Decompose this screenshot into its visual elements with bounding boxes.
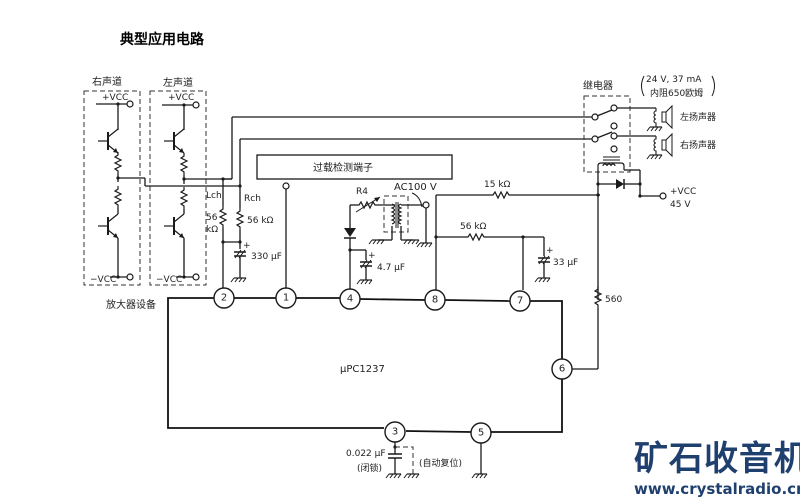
left-channel-box [149, 90, 207, 286]
transformer-icon [390, 202, 403, 228]
relay-section: 继电器 24 V, 37 mA 内阻650欧姆 [572, 75, 716, 370]
flyback-diode-icon [616, 179, 624, 189]
diode-icon [344, 228, 356, 237]
560-resistor-value: 560 [605, 295, 622, 305]
right-speaker-icon [646, 132, 673, 160]
bias-capacitor-value: 330 μF [251, 252, 282, 262]
svg-text:+: + [368, 251, 376, 261]
56k-resistor-value: 56 kΩ [460, 222, 487, 232]
ic-upc1237: μPC1237 2 1 4 8 7 6 3 5 [167, 287, 573, 444]
relay-coil-icon [602, 163, 616, 167]
latch-label: (闭锁) [357, 462, 382, 474]
transformer-box [383, 195, 409, 233]
56k-resistor-icon [464, 233, 488, 241]
rch-resistor-icon [236, 207, 244, 231]
bias-network: Lch Rch 56 kΩ 56 kΩ + 330 μF [206, 179, 282, 292]
relay-box [583, 95, 631, 173]
left-channel-label: 左声道 [163, 76, 193, 89]
ground-icon [230, 277, 247, 283]
r4-label: R4 [356, 187, 368, 197]
ic-pin-4-label: 4 [347, 294, 353, 305]
ic-pin-7 [509, 290, 531, 312]
ac-input-terminal [422, 201, 430, 209]
right-vcc-pos-label: +VCC [102, 93, 128, 103]
ic-pin-5-label: 5 [478, 428, 484, 439]
ic-pin-8 [424, 289, 446, 311]
overload-terminal-box [256, 154, 453, 180]
amplifier-caption: 放大器设备 [106, 298, 156, 311]
ic-name: μPC1237 [340, 364, 385, 375]
watermark-url: www.crystalradio.cn [634, 480, 800, 498]
vcc-45v-terminal [659, 192, 667, 200]
ic-pin-1-label: 1 [283, 293, 289, 304]
left-vcc-pos-terminal [192, 101, 200, 109]
right-lower-transistor-icon [97, 213, 119, 239]
left-vcc-neg-terminal [192, 273, 200, 281]
auto-reset-label: (自动复位) [419, 457, 462, 469]
left-speaker-label: 左扬声器 [680, 111, 716, 123]
rch-resistor-value: 56 kΩ [247, 216, 274, 226]
ic-pin-8-label: 8 [432, 295, 438, 306]
lch-label: Lch [206, 191, 222, 201]
right-vcc-neg-terminal [126, 273, 134, 281]
relay-vcc-value: 45 V [670, 200, 691, 210]
ac-detection-network: R4 AC100 V + 4.7 μF [344, 182, 437, 292]
pin1-terminal [282, 182, 290, 190]
left-upper-transistor-icon [163, 128, 185, 154]
right-vcc-neg-label: −VCC [90, 275, 116, 285]
watermark: 矿石收音机 www.crystalradio.cn [634, 439, 800, 498]
right-vcc-pos-terminal [126, 100, 134, 108]
ac-capacitor-value: 4.7 μF [377, 263, 405, 273]
svg-text:+: + [546, 246, 554, 256]
lch-resistor-value: 56 [206, 213, 218, 223]
15k-resistor-icon [489, 191, 513, 199]
rch-label: Rch [244, 194, 261, 204]
ic-pin-3-label: 3 [392, 427, 398, 438]
right-speaker-label: 右扬声器 [680, 139, 716, 151]
relay-spec-resistance: 内阻650欧姆 [650, 87, 703, 99]
lch-resistor-unit: kΩ [206, 225, 218, 235]
lch-resistor-icon [219, 205, 227, 229]
33uf-capacitor-value: 33 μF [553, 258, 578, 268]
left-speaker-icon [646, 104, 673, 132]
relay-spec-rating: 24 V, 37 mA [646, 75, 702, 85]
pin8-network: 15 kΩ 56 kΩ + 33 μF [434, 180, 600, 290]
ic-pin-6-label: 6 [559, 364, 565, 375]
watermark-name: 矿石收音机 [634, 439, 800, 479]
page-title: 典型应用电路 [120, 31, 205, 48]
ic-pin-2 [213, 287, 235, 309]
right-upper-transistor-icon [97, 128, 119, 154]
left-vcc-pos-label: +VCC [168, 93, 194, 103]
latch-capacitor-value: 0.022 μF [346, 449, 386, 459]
pin3-network: 0.022 μF (闭锁) (自动复位) [346, 442, 488, 479]
ac-voltage-label: AC100 V [394, 182, 437, 193]
overload-terminal-label: 过载检测端子 [313, 161, 373, 174]
right-channel-box [83, 90, 141, 286]
left-lower-transistor-icon [163, 213, 185, 239]
ic-pin-2-label: 2 [221, 293, 227, 304]
svg-text:+: + [243, 241, 251, 251]
ic-pin-7-label: 7 [517, 296, 523, 307]
15k-resistor-value: 15 kΩ [484, 180, 511, 190]
relay-label: 继电器 [583, 79, 613, 92]
ic-pin-6 [551, 358, 573, 380]
left-vcc-neg-label: −VCC [156, 275, 182, 285]
ic-pin-1 [275, 287, 297, 309]
ic-pin-4 [339, 288, 361, 310]
relay-vcc-label: +VCC [670, 187, 696, 197]
right-channel-label: 右声道 [92, 75, 122, 88]
amplifier-equipment: 右声道 左声道 +VCC −VCC +VCC −VCC [83, 75, 207, 311]
